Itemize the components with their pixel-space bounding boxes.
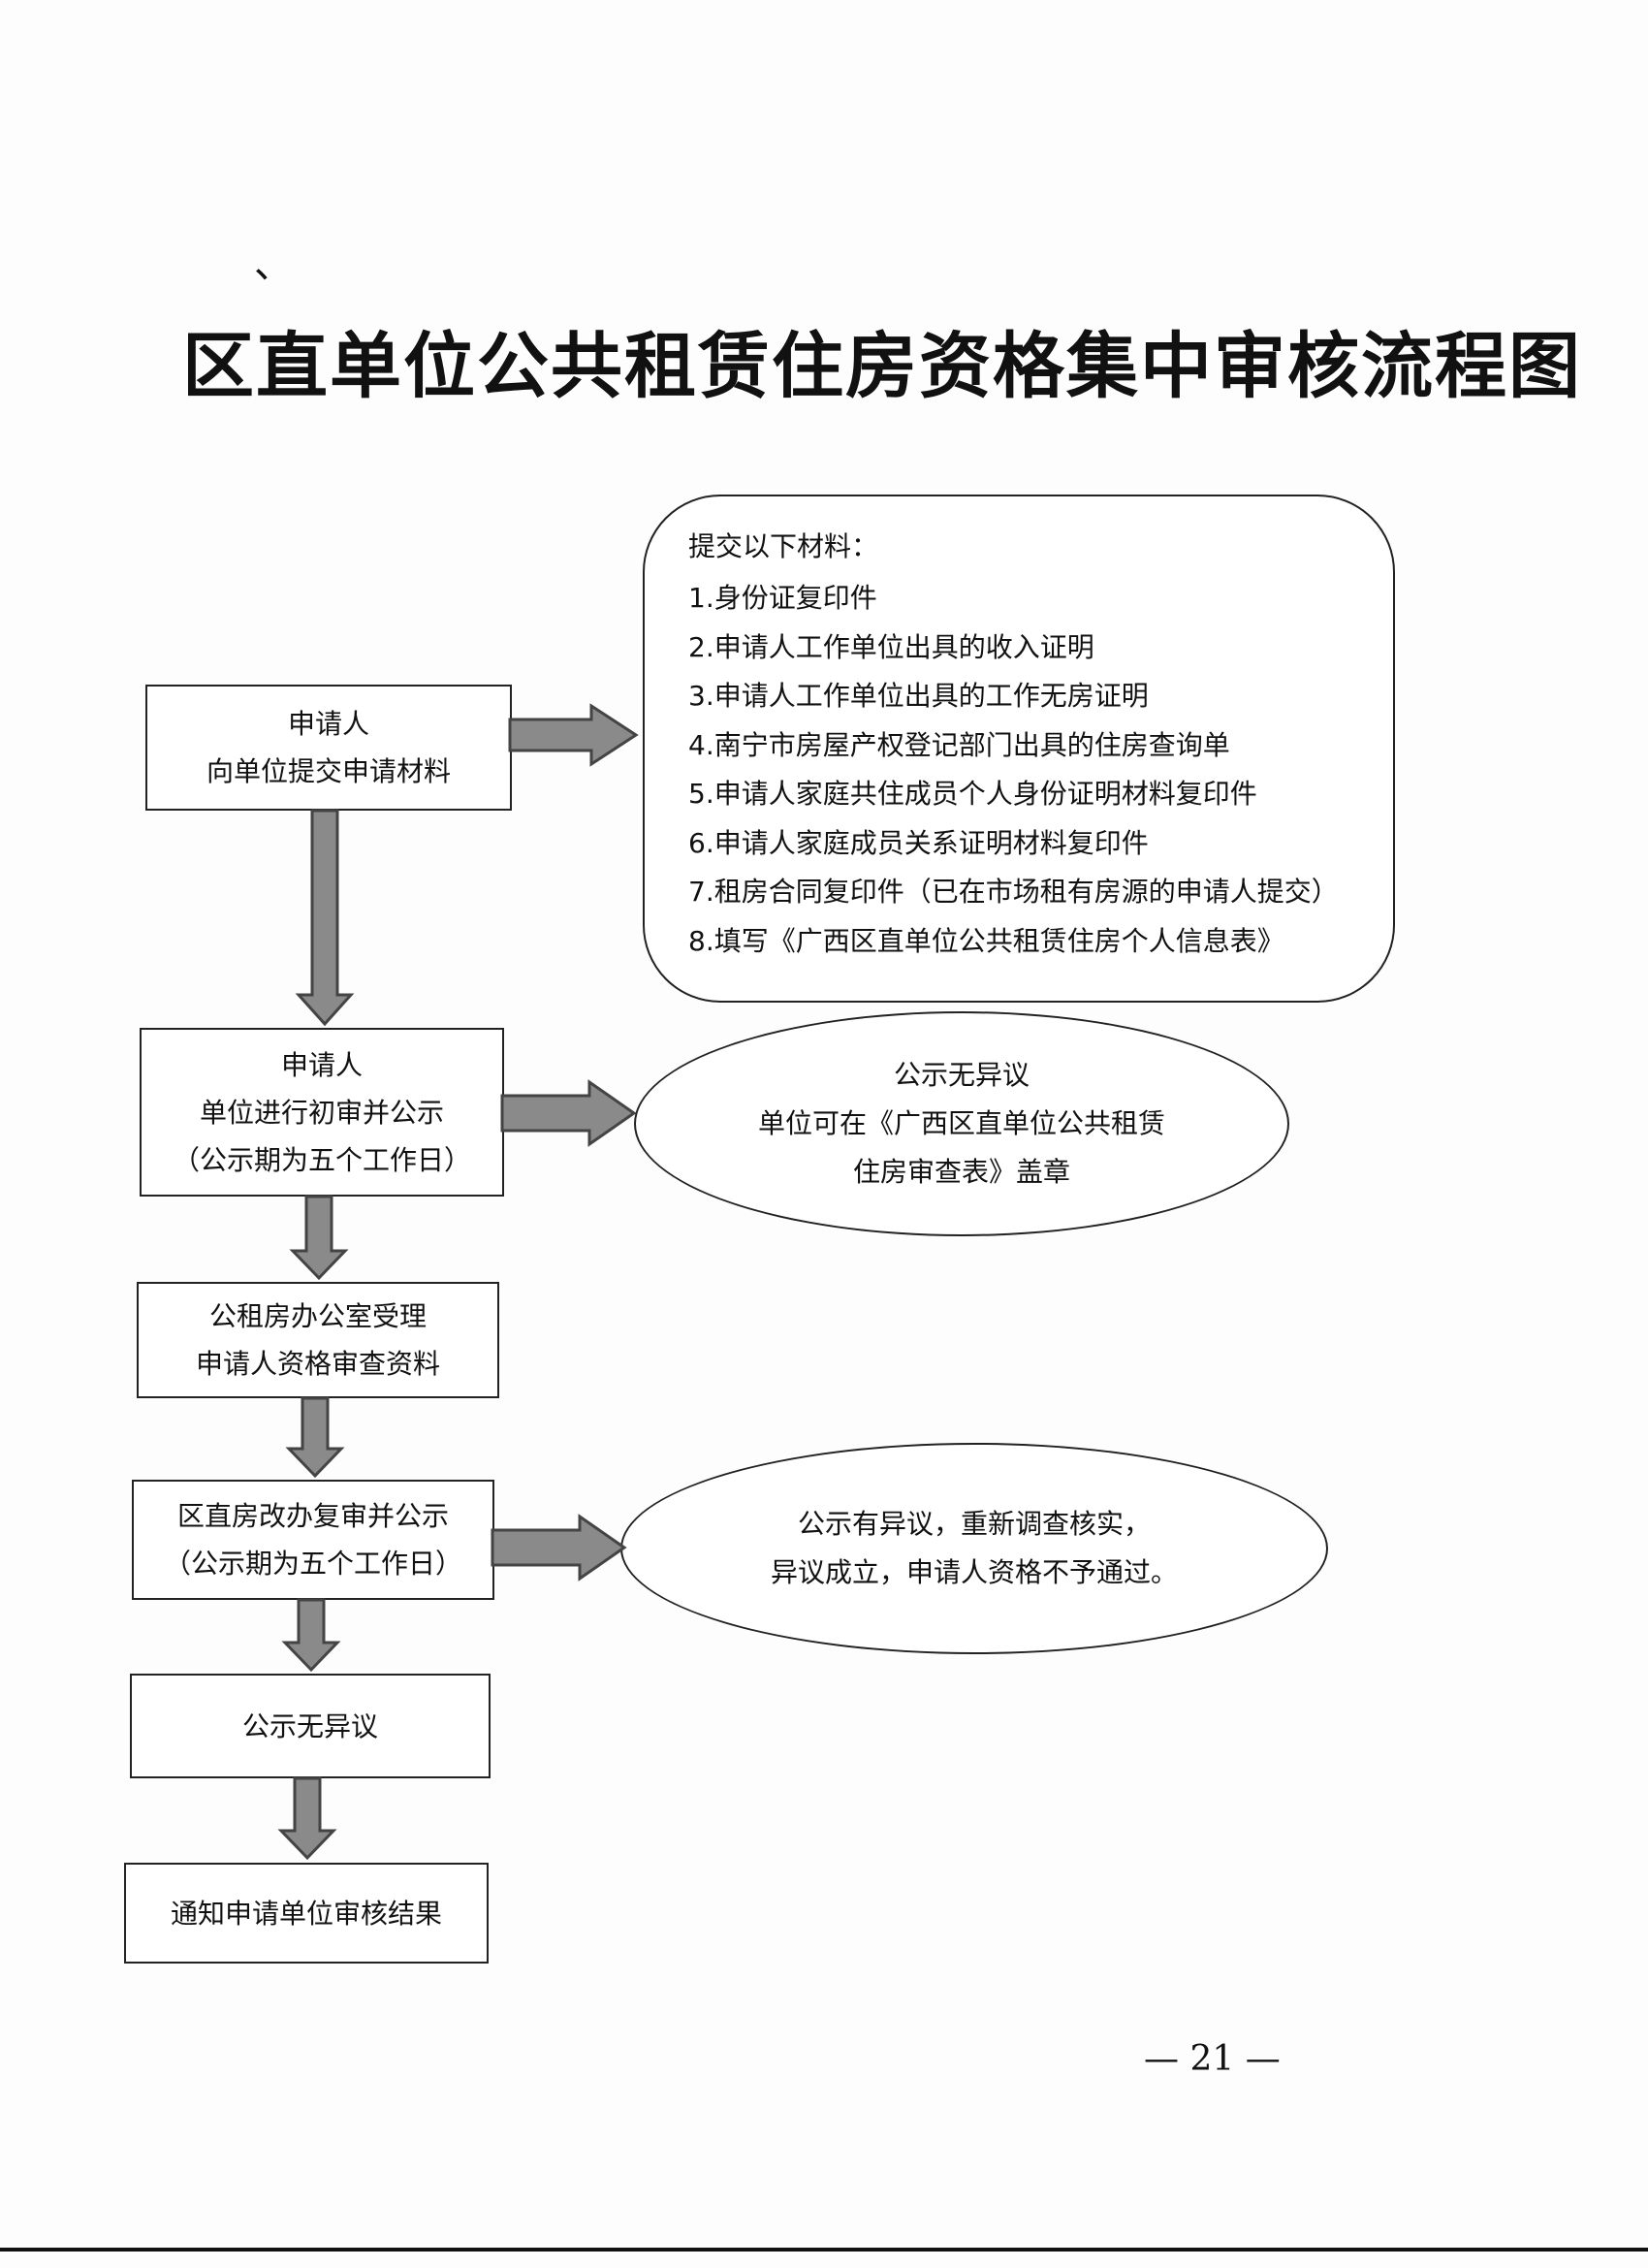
step-line: 区直房改办复审并公示: [176, 1500, 449, 1532]
arrow-down-icon: [277, 1776, 337, 1861]
step-line: 通知申请单位审核结果: [170, 1897, 442, 1930]
oval-no-objection-note: 公示无异议 单位可在《广西区直单位公共租赁 住房审查表》盖章: [634, 1011, 1289, 1236]
note-line: 异议成立，申请人资格不予通过。: [770, 1556, 1178, 1588]
note-line: 住房审查表》盖章: [852, 1156, 1070, 1188]
step-recheck: 区直房改办复审并公示 （公示期为五个工作日）: [132, 1480, 494, 1600]
materials-item: 3.申请人工作单位出具的工作无房证明: [688, 680, 1149, 712]
step-line: 向单位提交申请材料: [206, 755, 451, 787]
materials-item: 5.申请人家庭共住成员个人身份证明材料复印件: [688, 778, 1257, 810]
step-line: 单位进行初审并公示: [199, 1096, 444, 1129]
oval-objection-note: 公示有异议，重新调查核实， 异议成立，申请人资格不予通过。: [620, 1443, 1328, 1654]
step-no-objection: 公示无异议: [130, 1674, 491, 1778]
page-title: 区直单位公共租赁住房资格集中审核流程图: [182, 325, 1582, 408]
materials-item: 1.身份证复印件: [688, 582, 877, 614]
materials-item: 2.申请人工作单位出具的收入证明: [688, 630, 1094, 663]
step-line: （公示期为五个工作日）: [163, 1548, 462, 1580]
arrow-down-icon: [289, 1195, 349, 1281]
step-submit-materials: 申请人 向单位提交申请材料: [145, 685, 512, 811]
step-notify-result: 通知申请单位审核结果: [124, 1863, 489, 1964]
note-line: 单位可在《广西区直单位公共租赁: [757, 1107, 1165, 1139]
step-unit-review: 申请人 单位进行初审并公示 （公示期为五个工作日）: [140, 1028, 504, 1197]
step-office-accept: 公租房办公室受理 申请人资格审查资料: [137, 1282, 499, 1398]
arrow-down-icon: [295, 809, 355, 1027]
materials-list-box: 提交以下材料： 1.身份证复印件 2.申请人工作单位出具的收入证明 3.申请人工…: [643, 495, 1395, 1003]
materials-item: 6.申请人家庭成员关系证明材料复印件: [688, 826, 1149, 859]
arrow-right-icon: [508, 703, 639, 767]
note-line: 公示无异议: [893, 1059, 1030, 1091]
step-line: 申请人资格审查资料: [195, 1348, 440, 1380]
materials-item: 8.填写《广西区直单位公共租赁住房个人信息表》: [688, 924, 1284, 957]
note-line: 公示有异议，重新调查核实，: [797, 1508, 1151, 1540]
arrow-down-icon: [285, 1396, 345, 1479]
arrow-down-icon: [281, 1598, 341, 1673]
materials-item: 4.南宁市房屋产权登记部门出具的住房查询单: [688, 728, 1230, 761]
arrow-right-icon: [500, 1079, 637, 1147]
bottom-rule: [0, 2248, 1648, 2252]
page-number: — 21 —: [1144, 2039, 1281, 2079]
arrow-right-icon: [491, 1514, 627, 1581]
step-line: 公租房办公室受理: [208, 1300, 427, 1332]
materials-item: 7.租房合同复印件（已在市场租有房源的申请人提交）: [688, 876, 1339, 908]
step-line: 申请人: [280, 1048, 363, 1081]
step-line: （公示期为五个工作日）: [172, 1143, 471, 1176]
step-line: 申请人: [287, 708, 369, 740]
step-line: 公示无异议: [241, 1709, 378, 1742]
materials-list: 1.身份证复印件 2.申请人工作单位出具的收入证明 3.申请人工作单位出具的工作…: [688, 574, 1339, 966]
materials-header: 提交以下材料：: [688, 530, 879, 562]
corner-mark: 、: [254, 242, 293, 287]
